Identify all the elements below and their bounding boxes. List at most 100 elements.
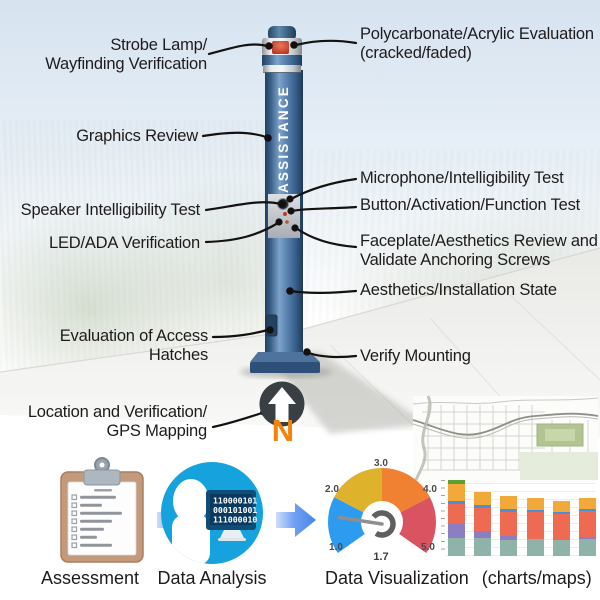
bar-segment-orange <box>500 496 518 509</box>
bar-chart-grid <box>446 479 596 556</box>
bar <box>552 501 570 556</box>
call-button <box>283 212 287 216</box>
bar-segment-salmon <box>578 511 596 537</box>
bar-segment-teal <box>552 540 570 556</box>
north-arrow-icon: N <box>259 381 305 448</box>
callout-faceplate: Faceplate/Aesthetics Review and Validate… <box>360 232 598 269</box>
north-letter: N <box>272 413 294 448</box>
gauge-tick-3: 3.0 <box>374 458 388 469</box>
gauge-tick-2: 2.0 <box>325 484 339 495</box>
callout-strobe: Strobe Lamp/ Wayfinding Verification <box>45 36 207 73</box>
bar-segment-purple <box>578 537 596 539</box>
stacked-bar-chart <box>448 477 596 556</box>
bar-segment-orange <box>552 501 570 512</box>
leader-faceplate <box>294 226 358 249</box>
bar-segment-orange <box>474 492 492 505</box>
data-visualization-label: Data Visualization (charts/maps) <box>325 568 595 589</box>
binary-line: 000101001 <box>213 505 257 515</box>
callout-led: LED/ADA Verification <box>49 234 200 252</box>
cap-blue-band <box>262 55 302 66</box>
callout-aesthetics: Aesthetics/Installation State <box>360 281 557 299</box>
bar-segment-orange <box>526 498 544 510</box>
gauge-chart <box>328 468 436 553</box>
bar <box>578 498 596 556</box>
callout-button: Button/Activation/Function Test <box>360 196 581 214</box>
bar-segment-salmon <box>448 504 465 524</box>
leader-strobe <box>207 43 269 56</box>
data-analysis-icon: 110000101 000101001 111000010 <box>161 462 263 564</box>
bar-chart-y-axis-ticks <box>441 480 445 556</box>
bar <box>500 496 518 556</box>
leader-microphone <box>289 177 358 201</box>
leader-mounting <box>307 351 358 359</box>
bar-segment-salmon <box>474 508 492 531</box>
tower-cap <box>268 26 296 41</box>
binary-line: 110000101 <box>213 496 257 506</box>
bar-segment-teal <box>474 538 492 556</box>
assessment-label: Assessment <box>40 568 140 588</box>
bar-segment-purple <box>448 524 465 538</box>
bar-segment-blue <box>448 501 465 504</box>
gauge-center-hook <box>368 510 396 538</box>
callout-microphone: Microphone/Intelligibility Test <box>360 169 564 187</box>
bar-segment-salmon <box>552 514 570 540</box>
leader-graphics <box>201 131 268 139</box>
gauge-tick-1: 1.0 <box>329 542 343 553</box>
leader-speaker <box>204 201 283 212</box>
map-thumbnail <box>412 395 599 482</box>
bar-segment-green <box>448 480 465 484</box>
tower-vertical-label: ASSISTANCE <box>276 85 291 193</box>
gauge-tick-5: 5.0 <box>421 542 435 553</box>
leader-hatches <box>211 328 270 339</box>
bar-segment-blue <box>578 509 596 511</box>
data-visualization-text: Data Visualization <box>325 568 469 588</box>
chrome-ring <box>263 65 301 72</box>
bar-segment-teal <box>500 540 518 556</box>
bar-segment-orange <box>578 498 596 509</box>
bar-segment-blue <box>552 512 570 514</box>
callout-location: Location and Verification/ GPS Mapping <box>27 403 207 440</box>
tower-base-top <box>250 352 320 362</box>
callout-leader-lines <box>201 39 358 429</box>
bar-segment-blue <box>526 510 544 512</box>
leader-location <box>211 411 264 429</box>
bar-segment-blue <box>500 509 518 512</box>
callout-mounting: Verify Mounting <box>360 347 471 365</box>
bar-segment-purple <box>500 536 518 540</box>
callout-graphics: Graphics Review <box>76 127 198 145</box>
map-river <box>412 412 599 436</box>
checklist-rows <box>71 494 122 549</box>
leader-polycarbonate <box>294 39 358 47</box>
bar-segment-salmon <box>526 512 544 539</box>
leader-aesthetics <box>289 289 358 294</box>
assessment-clipboard-icon <box>60 457 144 563</box>
callout-hatches: Evaluation of Access Hatches <box>59 327 208 364</box>
bar-segment-blue <box>474 505 492 508</box>
bar <box>526 498 544 556</box>
person-silhouette <box>172 479 210 564</box>
map-highway <box>414 395 432 481</box>
callout-polycarbonate: Polycarbonate/Acrylic Evaluation (cracke… <box>360 25 594 62</box>
monitor-icon: 110000101 000101001 111000010 <box>206 490 257 541</box>
gauge-tick-4: 4.0 <box>423 484 437 495</box>
data-analysis-label: Data Analysis <box>157 568 267 588</box>
leader-button <box>290 205 358 213</box>
bar-segment-teal <box>448 538 465 556</box>
tower-base-front <box>250 362 320 373</box>
callout-speaker: Speaker Intelligibility Test <box>20 201 201 219</box>
bar-segment-salmon <box>500 512 518 536</box>
charts-maps-text: (charts/maps) <box>481 568 592 588</box>
binary-line: 111000010 <box>213 515 257 525</box>
map-green-area <box>520 452 598 480</box>
led-indicator <box>285 220 289 224</box>
bar <box>448 480 465 556</box>
bar-segment-purple <box>474 531 492 538</box>
leader-led <box>204 221 280 244</box>
workflow-arrow-icon <box>276 503 316 537</box>
gauge-needle <box>337 515 384 526</box>
gauge-value-label: 1.7 <box>373 551 389 563</box>
bar-segment-orange <box>448 484 465 501</box>
strobe-lamp <box>272 41 289 54</box>
